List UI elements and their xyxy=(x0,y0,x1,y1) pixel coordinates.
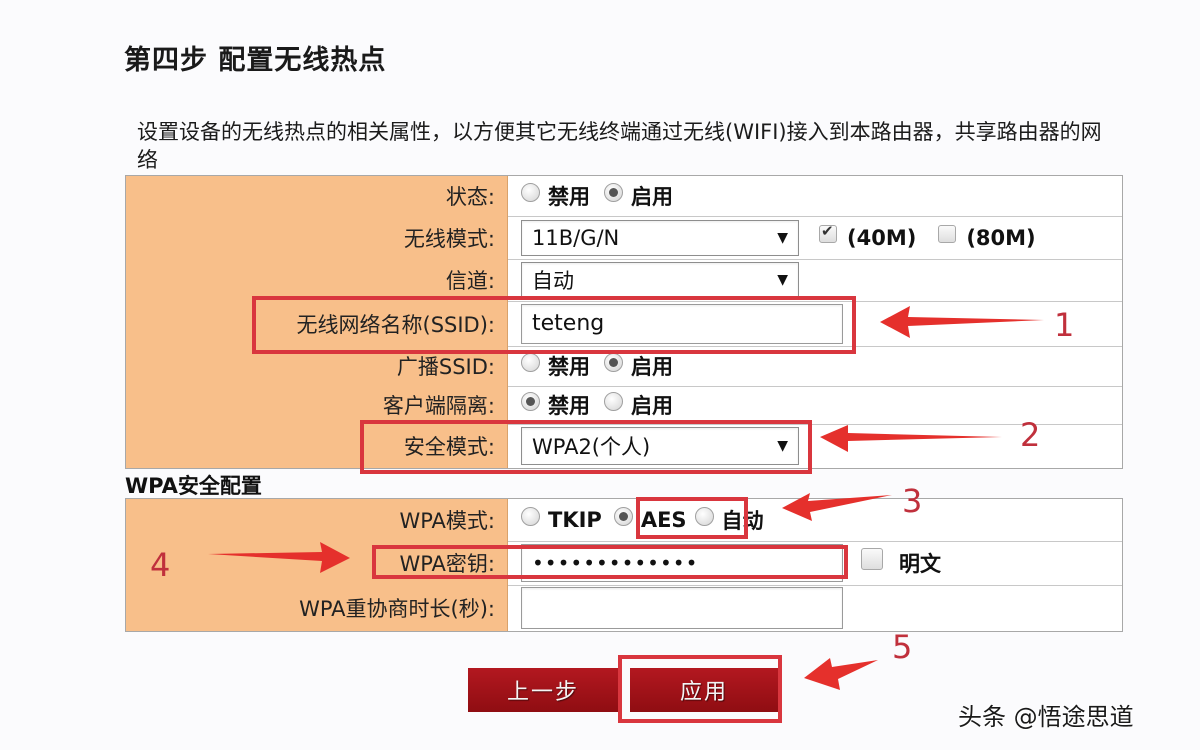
mode-label: 无线模式: xyxy=(126,216,508,259)
ssid-row: 无线网络名称(SSID): teteng xyxy=(126,301,1122,347)
radio-icon xyxy=(604,391,623,411)
bw80-checkbox[interactable]: (80M) xyxy=(938,224,1036,250)
annotation-box-aes xyxy=(636,497,748,539)
checkbox-checked-icon xyxy=(819,222,837,243)
radio-icon xyxy=(521,182,540,202)
security-label: 安全模式: xyxy=(126,424,508,468)
page-description: 设置设备的无线热点的相关属性，以方便其它无线终端通过无线(WIFI)接入到本路由… xyxy=(137,120,1102,172)
radio-checked-icon xyxy=(613,506,633,526)
wpa-mode-row: WPA模式: TKIP AES 自动 xyxy=(126,499,1122,542)
security-row: 安全模式: WPA2(个人) ▼ xyxy=(126,424,1122,468)
radio-icon xyxy=(521,506,540,526)
annotation-box-security xyxy=(360,420,812,474)
isolation-enable-radio[interactable]: 启用 xyxy=(604,390,673,420)
arrow-5-icon xyxy=(804,658,878,690)
radio-checked-icon xyxy=(521,391,540,411)
wpa-settings-table: WPA模式: TKIP AES 自动 WPA密钥: ••••••••••••• … xyxy=(125,498,1123,632)
radio-icon xyxy=(694,506,714,526)
channel-label: 信道: xyxy=(126,259,508,301)
annotation-box-wpa-key xyxy=(372,545,848,579)
annotation-number-3: 3 xyxy=(902,482,923,520)
wpa-section-heading: WPA安全配置 xyxy=(125,474,262,498)
wpa-tkip-radio[interactable]: TKIP xyxy=(521,506,602,532)
dropdown-arrow-icon: ▼ xyxy=(777,229,788,246)
radio-icon xyxy=(521,352,540,372)
radio-checked-icon xyxy=(604,182,623,202)
wpa-aes-radio[interactable]: AES xyxy=(613,506,687,532)
checkbox-icon xyxy=(938,224,957,243)
isolation-row: 客户端隔离: 禁用 启用 xyxy=(126,386,1122,425)
annotation-number-4: 4 xyxy=(150,546,171,584)
mode-row: 无线模式: 11B/G/N ▼ (40M) (80M) xyxy=(126,216,1122,260)
watermark: 头条 @悟途思道 xyxy=(958,703,1134,731)
annotation-number-2: 2 xyxy=(1020,416,1041,454)
annotation-box-apply xyxy=(618,655,782,723)
dropdown-arrow-icon: ▼ xyxy=(777,272,788,288)
wpa-renew-input[interactable] xyxy=(521,587,843,629)
checkbox-icon xyxy=(861,548,883,570)
dropdown-arrow-icon: ▼ xyxy=(777,438,788,454)
isolation-disable-radio[interactable]: 禁用 xyxy=(521,390,590,420)
apply-button[interactable]: 应用 xyxy=(630,668,778,712)
wpa-mode-label: WPA模式: xyxy=(126,499,508,541)
radio-checked-icon xyxy=(604,352,623,372)
wpa-renew-row: WPA重协商时长(秒): xyxy=(126,585,1122,631)
broadcast-disable-radio[interactable]: 禁用 xyxy=(521,351,590,381)
channel-select[interactable]: 自动 ▼ xyxy=(521,262,799,298)
isolation-label: 客户端隔离: xyxy=(126,386,508,424)
channel-row: 信道: 自动 ▼ xyxy=(126,259,1122,302)
annotation-number-5: 5 xyxy=(892,628,913,666)
annotation-number-1: 1 xyxy=(1054,306,1075,344)
ssid-input[interactable]: teteng xyxy=(521,303,843,344)
page-title: 第四步 配置无线热点 xyxy=(124,45,387,76)
wireless-mode-select[interactable]: 11B/G/N ▼ xyxy=(521,219,799,256)
status-label: 状态: xyxy=(126,176,508,216)
ssid-label: 无线网络名称(SSID): xyxy=(126,301,508,346)
wpa-auto-radio[interactable]: 自动 xyxy=(694,505,764,535)
status-enable-radio[interactable]: 启用 xyxy=(604,181,673,211)
bw40-checkbox[interactable]: (40M) xyxy=(819,222,916,250)
show-plaintext-checkbox[interactable]: 明文 xyxy=(861,548,941,578)
broadcast-enable-radio[interactable]: 启用 xyxy=(604,351,673,381)
status-row: 状态: 禁用 启用 xyxy=(126,176,1122,217)
wpa-renew-label: WPA重协商时长(秒): xyxy=(126,585,508,631)
security-mode-select[interactable]: WPA2(个人) ▼ xyxy=(521,427,799,465)
prev-step-button[interactable]: 上一步 xyxy=(468,668,618,712)
annotation-box-ssid xyxy=(252,296,856,354)
status-disable-radio[interactable]: 禁用 xyxy=(521,181,590,211)
